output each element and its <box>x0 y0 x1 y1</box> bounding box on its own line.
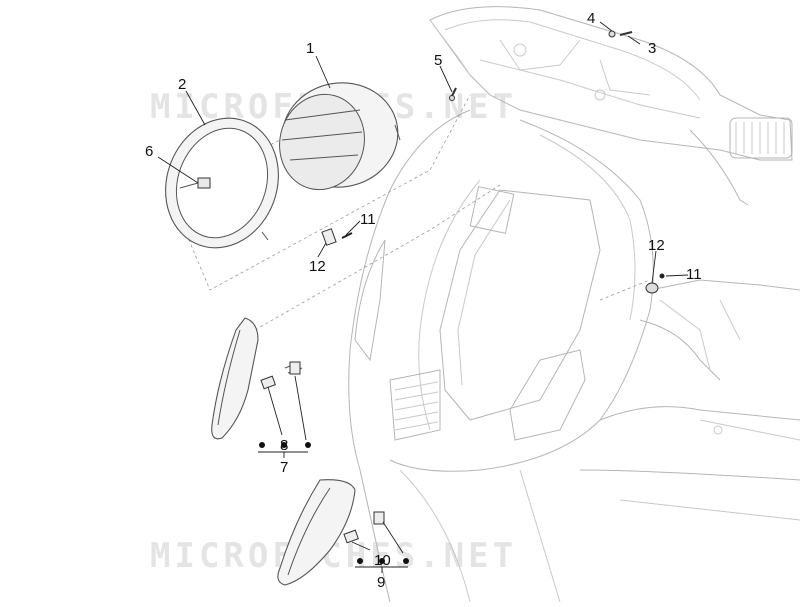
callout-6: 6 <box>145 143 153 160</box>
callout-8: 8 <box>280 437 288 454</box>
assembly-guide-lines <box>169 94 651 331</box>
callout-labels: 1 2 3 4 5 6 7 8 9 10 11 11 12 12 <box>145 10 702 591</box>
fastener-markers <box>259 442 409 564</box>
scooter-body-outline <box>348 109 800 603</box>
brake-lever <box>689 129 749 206</box>
callout-7: 7 <box>280 459 288 476</box>
leader-lines <box>157 21 689 573</box>
part-screw-5 <box>449 87 457 101</box>
part-right-indicator <box>277 479 404 586</box>
horn-cover <box>439 189 601 421</box>
part-nut-screw-body <box>645 273 665 294</box>
part-left-indicator <box>211 317 307 441</box>
callout-1: 1 <box>306 40 314 57</box>
callout-2: 2 <box>178 76 186 93</box>
part-trim-ring <box>165 117 279 249</box>
callout-11-headlight: 11 <box>360 211 376 228</box>
callout-10: 10 <box>374 552 391 569</box>
badge-recess <box>469 186 515 234</box>
callout-4: 4 <box>587 10 595 27</box>
callout-5: 5 <box>434 52 442 69</box>
scooter-handlebar-outline <box>429 6 793 206</box>
part-screw-nut-headlight <box>321 228 353 246</box>
right-indicator-recess <box>509 349 586 441</box>
callout-11-body: 11 <box>686 266 702 283</box>
handlebar-grip <box>729 117 793 159</box>
callout-12-body: 12 <box>648 237 665 254</box>
left-indicator-recess <box>354 239 386 362</box>
callout-3: 3 <box>648 40 656 57</box>
callout-12-headlight: 12 <box>309 258 326 275</box>
callout-9: 9 <box>377 574 385 591</box>
part-headlight <box>279 82 401 191</box>
horn-grille <box>389 369 441 441</box>
